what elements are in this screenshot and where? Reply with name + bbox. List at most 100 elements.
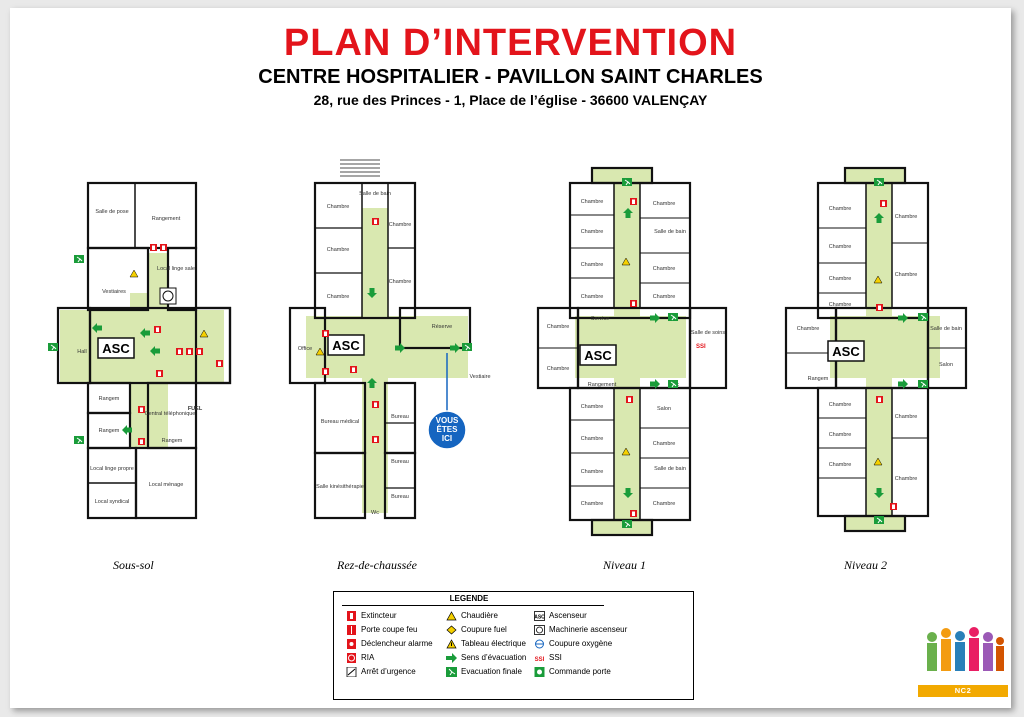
svg-text:Chambre: Chambre <box>581 199 604 205</box>
svg-text:Bureau: Bureau <box>391 414 409 420</box>
svg-text:Salon: Salon <box>657 406 671 412</box>
floor-sous-sol: ASC Salle de pose Rangement Local linge … <box>47 181 232 520</box>
floor-niveau2: ASC Chambre Chambre Chambre Chambre Cham… <box>784 166 968 533</box>
svg-text:ASC: ASC <box>332 338 360 353</box>
svg-text:Salle de bain: Salle de bain <box>359 191 391 197</box>
svg-text:Salle de bain: Salle de bain <box>654 229 686 235</box>
svg-text:Rangem: Rangem <box>162 438 183 444</box>
legend-item-fire-door: Porte coupe feu <box>346 624 417 636</box>
svg-text:Salon: Salon <box>939 362 953 368</box>
svg-text:Chambre: Chambre <box>895 414 918 420</box>
legend-item-fuel-cutoff: Coupure fuel <box>446 624 507 636</box>
legend-item-alarm: Déclencheur alarme <box>346 638 433 650</box>
svg-text:Chambre: Chambre <box>829 276 852 282</box>
svg-text:Service: Service <box>591 316 609 322</box>
svg-text:Chambre: Chambre <box>581 469 604 475</box>
plan-sheet: PLAN D’INTERVENTION CENTRE HOSPITALIER -… <box>10 8 1011 708</box>
final-exit-icon <box>446 666 457 677</box>
elevator-label: ASC <box>102 341 130 356</box>
svg-text:Salle de bain: Salle de bain <box>930 326 962 332</box>
svg-text:Chambre: Chambre <box>547 324 570 330</box>
logo-text: NC2 COMMUNICATION <box>918 685 1008 707</box>
svg-text:Rangement: Rangement <box>588 382 617 388</box>
legend-item-oxygen-cutoff: Coupure oxygène <box>534 638 612 650</box>
legend-item-evacuation-direction: Sens d’évacuation <box>446 652 526 664</box>
svg-text:Chambre: Chambre <box>581 436 604 442</box>
svg-text:Chambre: Chambre <box>797 326 820 332</box>
door-control-icon <box>534 666 545 677</box>
svg-text:Local syndical: Local syndical <box>95 499 130 505</box>
ssi-icon: SSI <box>534 653 545 663</box>
svg-text:Chambre: Chambre <box>653 201 676 207</box>
floor-label-rdc: Rez-de-chaussée <box>337 558 417 572</box>
svg-text:VOUS: VOUS <box>436 416 459 425</box>
svg-text:Chambre: Chambre <box>389 222 412 228</box>
svg-text:Chambre: Chambre <box>581 294 604 300</box>
floor-label-niveau2: Niveau 2 <box>844 558 887 572</box>
legend-item-ria: RIA <box>346 652 374 664</box>
svg-text:Chambre: Chambre <box>327 204 350 210</box>
svg-text:ASC: ASC <box>584 348 612 363</box>
you-are-here-badge <box>427 410 467 450</box>
electrical-panel-icon <box>446 639 457 649</box>
legend-item-boiler: Chaudière <box>446 610 498 622</box>
svg-text:Chambre: Chambre <box>829 462 852 468</box>
fire-hose-icon <box>346 652 357 663</box>
svg-text:Wc: Wc <box>371 510 379 516</box>
floor-niveau1: ASC Chambre Chambre Chambre Salle de bai… <box>536 166 728 537</box>
boiler-icon <box>446 611 457 621</box>
svg-text:Salle de soins: Salle de soins <box>691 330 725 336</box>
svg-text:Hall: Hall <box>77 349 86 355</box>
svg-text:Chambre: Chambre <box>581 404 604 410</box>
floor-label-sous-sol: Sous-sol <box>113 558 154 572</box>
legend-item-final-exit: Evacuation finale <box>446 666 522 678</box>
svg-text:Chambre: Chambre <box>389 279 412 285</box>
svg-text:Salle de pose: Salle de pose <box>95 209 128 215</box>
svg-text:Rangem: Rangem <box>99 428 120 434</box>
svg-text:Salle de bain: Salle de bain <box>654 466 686 472</box>
svg-text:Réserve: Réserve <box>432 324 452 330</box>
svg-text:ASC: ASC <box>832 344 860 359</box>
legend-panel: LEGENDE Extincteur Porte coupe feu Décle… <box>333 591 694 700</box>
svg-text:ICI: ICI <box>442 434 452 443</box>
svg-text:Chambre: Chambre <box>327 294 350 300</box>
svg-text:Chambre: Chambre <box>829 302 852 308</box>
svg-text:Chambre: Chambre <box>581 229 604 235</box>
legend-item-elevator-machinery: Machinerie ascenseur <box>534 624 627 636</box>
legend-item-extinguisher: Extincteur <box>346 610 397 622</box>
svg-text:Chambre: Chambre <box>327 247 350 253</box>
fire-door-icon <box>346 624 357 635</box>
extinguisher-icon <box>346 610 357 621</box>
svg-text:Chambre: Chambre <box>895 476 918 482</box>
company-logo: NC2 COMMUNICATION <box>918 623 1008 707</box>
svg-text:Rangem: Rangem <box>99 396 120 402</box>
svg-text:SSI: SSI <box>535 657 545 663</box>
svg-text:Vestiaires: Vestiaires <box>102 289 126 295</box>
page-subtitle: CENTRE HOSPITALIER - PAVILLON SAINT CHAR… <box>258 66 763 88</box>
floor-plans: ASC Salle de pose Rangement Local linge … <box>47 159 968 537</box>
emergency-stop-icon <box>346 666 357 678</box>
oxygen-cutoff-icon <box>534 639 545 649</box>
legend-item-emergency-stop: Arrêt d’urgence <box>346 666 416 678</box>
svg-text:Salle kinésithérapie: Salle kinésithérapie <box>316 484 364 490</box>
svg-text:Chambre: Chambre <box>653 294 676 300</box>
svg-text:ASC: ASC <box>534 614 545 620</box>
svg-text:Bureau: Bureau <box>391 459 409 465</box>
legend-item-electrical: Tableau électrique <box>446 638 526 650</box>
legend-item-door-control: Commande porte <box>534 666 611 678</box>
svg-text:Chambre: Chambre <box>895 214 918 220</box>
alarm-trigger-icon <box>346 638 357 649</box>
svg-text:Central téléphonique: Central téléphonique <box>145 411 196 417</box>
svg-text:Chambre: Chambre <box>829 432 852 438</box>
svg-text:ÊTES: ÊTES <box>437 425 459 434</box>
elevator-icon: ASC <box>534 610 545 621</box>
svg-text:Chambre: Chambre <box>547 366 570 372</box>
svg-text:Bureau médical: Bureau médical <box>321 419 359 425</box>
svg-text:Chambre: Chambre <box>895 272 918 278</box>
floor-label-niveau1: Niveau 1 <box>603 558 646 572</box>
svg-text:Local ménage: Local ménage <box>149 482 184 488</box>
svg-text:Chambre: Chambre <box>653 441 676 447</box>
page-title: PLAN D’INTERVENTION <box>283 22 738 64</box>
